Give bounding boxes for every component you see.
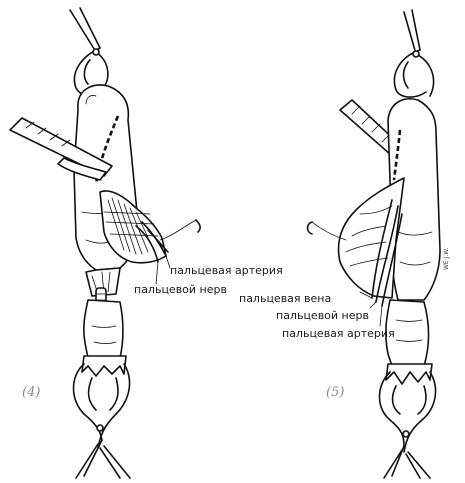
dissected-neurovascular-bundle-left xyxy=(99,190,201,264)
bone-joint-left xyxy=(85,267,121,309)
top-clamp-left xyxy=(69,7,109,97)
retractor-left xyxy=(9,117,113,181)
leader-lines-left xyxy=(155,255,171,285)
label-nerve-left: пальцевой нерв xyxy=(134,283,227,296)
leader-lines-right xyxy=(359,291,383,327)
bottom-clamp-right xyxy=(378,371,437,479)
label-artery-left: пальцевая артерия xyxy=(170,264,283,277)
artist-signature: WE·J.W. xyxy=(443,247,450,270)
dissected-flap-right xyxy=(306,177,405,307)
panel-number-4: (4) xyxy=(22,385,40,400)
finger-proximal-left xyxy=(81,299,127,377)
finger-proximal-right xyxy=(385,299,433,385)
bottom-clamp-left xyxy=(72,363,131,479)
panel-4: пальцевая артерия пальцевой нерв (4) xyxy=(9,7,283,479)
label-nerve-right: пальцевой нерв xyxy=(276,309,369,322)
panel-number-5: (5) xyxy=(326,385,344,400)
top-clamp-right xyxy=(393,9,435,98)
label-artery-right: пальцевая артерия xyxy=(282,327,395,340)
label-vein-right: пальцевая вена xyxy=(239,292,331,305)
panel-5: WE·J.W. пальцевая вена пальцевой нерв па… xyxy=(239,9,450,479)
